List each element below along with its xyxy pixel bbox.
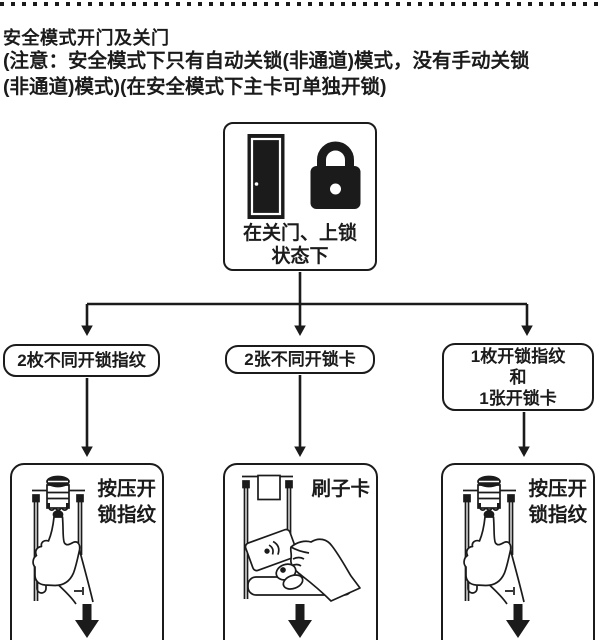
- press-fingerprint-illustration: [463, 475, 525, 605]
- door-and-lock-icons: [247, 134, 360, 219]
- arrowhead-down-icon: [294, 325, 306, 336]
- branch-label: 2枚不同开锁指纹: [17, 351, 146, 370]
- dotted-divider: [0, 2, 600, 6]
- padlock-icon: [310, 141, 360, 209]
- arrowhead-down-icon: [81, 446, 93, 457]
- down-arrow-icon: [75, 604, 99, 638]
- action-label-line-1: 按压开: [528, 478, 587, 500]
- action-swipe-card: 刷子卡: [223, 463, 378, 640]
- down-arrow-icon: [288, 604, 312, 638]
- action-label-line-1: 刷子卡: [311, 478, 370, 500]
- page-title: 安全模式开门及关门: [3, 28, 170, 48]
- action-label-line-1: 按压开: [97, 478, 156, 500]
- note-line-1: (注意：安全模式下只有自动关锁(非通道)模式，没有手动关锁: [3, 50, 530, 72]
- action-label: 按压开 锁指纹: [97, 476, 156, 528]
- press-fingerprint-illustration: [32, 475, 94, 605]
- start-label-line-2: 状态下: [271, 246, 329, 267]
- action-label: 刷子卡: [311, 476, 370, 502]
- action-press-fingerprint-left: 按压开 锁指纹: [10, 463, 164, 640]
- branch-two-cards: 2张不同开锁卡: [225, 345, 375, 374]
- action-label: 按压开 锁指纹: [528, 476, 587, 528]
- door-icon: [247, 134, 284, 219]
- action-label-line-2: 锁指纹: [97, 504, 156, 526]
- flow-start-node: 在关门、上锁 状态下: [223, 122, 377, 271]
- branch-one-fingerprint-one-card: 1枚开锁指纹 和 1张开锁卡: [442, 343, 594, 411]
- action-press-fingerprint-right: 按压开 锁指纹: [441, 463, 595, 640]
- branch-label-line-3: 1张开锁卡: [479, 388, 557, 408]
- branch-label-line-1: 1枚开锁指纹: [470, 346, 566, 366]
- swipe-card-illustration: [242, 474, 361, 602]
- arrowhead-down-icon: [294, 446, 306, 457]
- start-label-line-1: 在关门、上锁: [242, 223, 357, 244]
- down-arrow-icon: [506, 604, 530, 638]
- action-label-line-2: 锁指纹: [528, 504, 587, 526]
- branch-label-line-2: 和: [509, 367, 527, 387]
- note-line-2: (非通道)模式)(在安全模式下主卡可单独开锁): [3, 76, 387, 98]
- arrowhead-down-icon: [518, 446, 530, 457]
- branch-label: 2张不同开锁卡: [244, 350, 356, 369]
- start-node-label: 在关门、上锁 状态下: [243, 222, 357, 268]
- note-text: (注意：安全模式下只有自动关锁(非通道)模式，没有手动关锁 (非通道)模式)(在…: [3, 48, 529, 100]
- branch-two-fingerprints: 2枚不同开锁指纹: [3, 344, 160, 377]
- arrowhead-down-icon: [521, 325, 533, 336]
- arrowhead-down-icon: [81, 325, 93, 336]
